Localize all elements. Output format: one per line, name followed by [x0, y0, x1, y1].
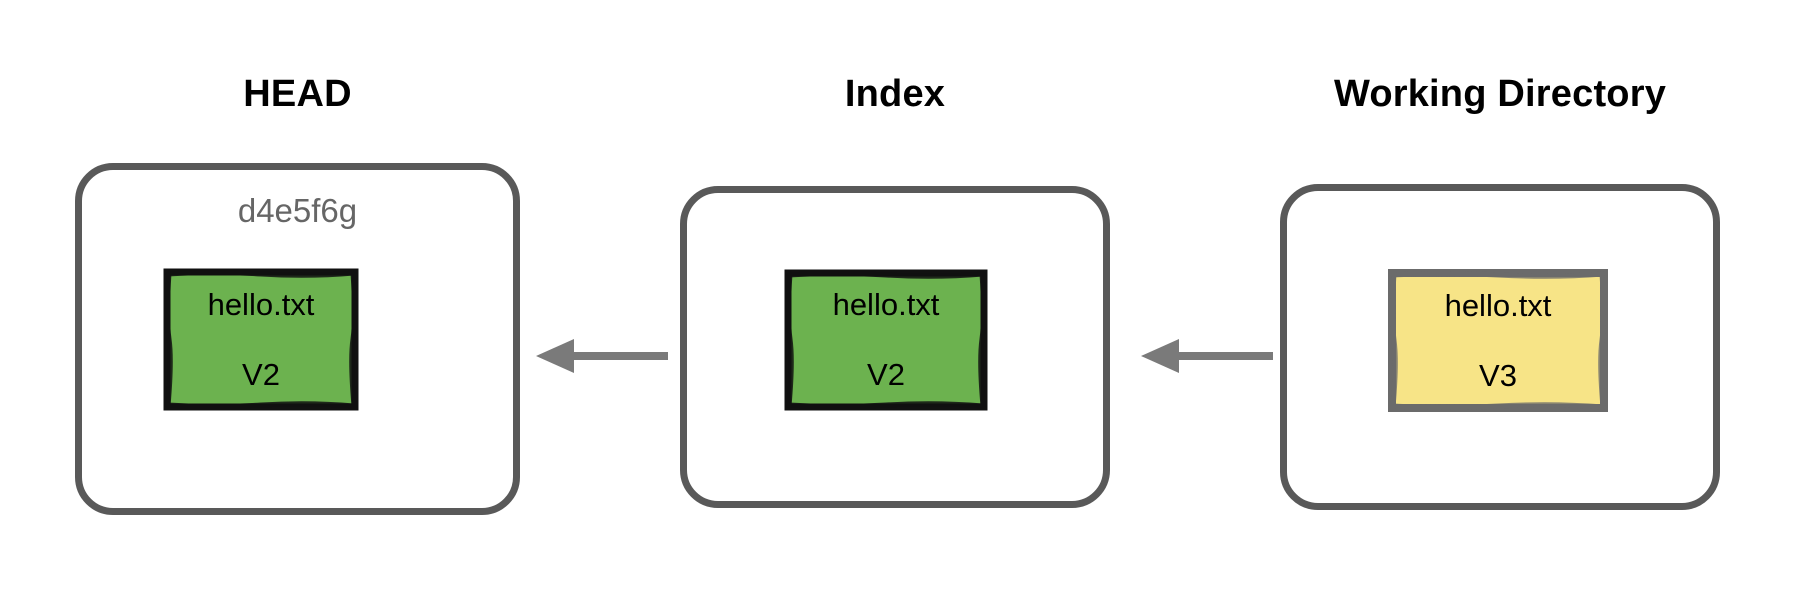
file-card-head-shape: [163, 268, 359, 411]
file-card-head-version: V2: [242, 356, 280, 392]
file-card-index-version: V2: [867, 357, 905, 392]
file-card-index-shape: [784, 269, 988, 411]
arrow-workdir-to-index: [1141, 339, 1273, 373]
file-card-index-filename: hello.txt: [832, 287, 940, 322]
column-title-head: HEAD: [243, 73, 352, 115]
file-card-head-filename: hello.txt: [207, 286, 315, 322]
file-card-index[interactable]: hello.txt V2: [784, 269, 988, 411]
column-title-working-directory: Working Directory: [1333, 73, 1667, 115]
file-card-working-directory-shape: [1388, 269, 1608, 412]
file-card-working-directory[interactable]: hello.txt V3: [1387, 268, 1609, 413]
panel-head[interactable]: d4e5f6g: [75, 163, 520, 515]
arrow-index-to-head: [536, 339, 668, 373]
commit-hash-head: d4e5f6g: [237, 192, 358, 229]
panel-working-directory[interactable]: [1280, 184, 1720, 510]
file-card-working-directory-version: V3: [1479, 357, 1517, 393]
column-title-index: Index: [844, 73, 946, 115]
file-card-working-directory-filename: hello.txt: [1444, 287, 1552, 323]
file-card-head[interactable]: hello.txt V2: [163, 268, 359, 411]
